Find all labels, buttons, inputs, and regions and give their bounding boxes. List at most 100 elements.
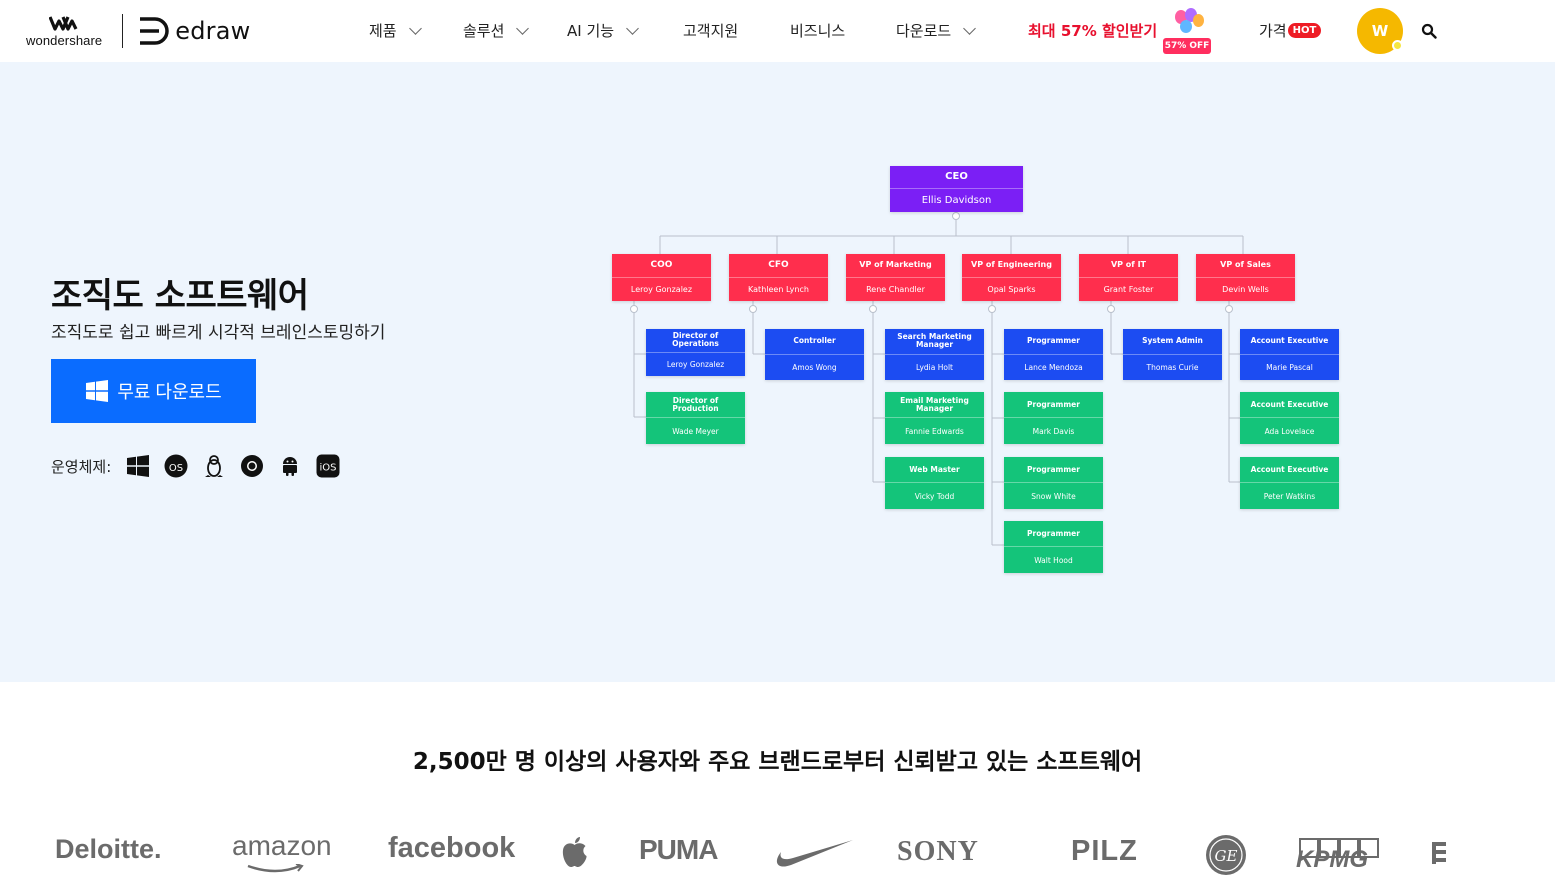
- promo-balloon-badge[interactable]: 57% OFF: [1163, 8, 1211, 56]
- sony-logo: SONY: [897, 836, 979, 867]
- os-support-row: 운영체제: OS iOS: [51, 453, 353, 479]
- hero-subtitle: 조직도로 쉽고 빠르게 시각적 브레인스토밍하기: [51, 323, 386, 343]
- deloitte-logo: Deloitte.: [55, 834, 162, 864]
- org-node-name: Snow White: [1031, 491, 1076, 501]
- nav-download[interactable]: 다운로드: [896, 20, 977, 41]
- org-node-title: Web Master: [885, 457, 984, 483]
- org-node-title: COO: [612, 254, 711, 278]
- org-node-director-production[interactable]: Director of Production Wade Meyer: [646, 392, 745, 444]
- edraw-mark-icon: [140, 17, 170, 45]
- org-node-programmer-1[interactable]: Programmer Lance Mendoza: [1004, 329, 1103, 380]
- org-node-director-operations[interactable]: Director of Operations Leroy Gonzalez: [646, 329, 745, 376]
- brand-divider: [122, 14, 124, 48]
- puma-logo: PUMA: [639, 834, 718, 865]
- org-node-vp-marketing[interactable]: VP of Marketing Rene Chandler: [846, 254, 945, 301]
- org-node-name: Devin Wells: [1222, 284, 1269, 294]
- org-node-title: Account Executive: [1240, 457, 1339, 483]
- org-node-email-marketing-manager[interactable]: Email Marketing Manager Fannie Edwards: [885, 392, 984, 444]
- free-download-button[interactable]: 무료 다운로드: [51, 359, 256, 423]
- org-node-title: Search Marketing Manager: [885, 329, 984, 355]
- hot-badge: HOT: [1287, 23, 1322, 38]
- org-node-account-executive-3[interactable]: Account Executive Peter Watkins: [1240, 457, 1339, 509]
- ios-icon: iOS: [315, 453, 341, 479]
- org-node-title: VP of Sales: [1196, 254, 1295, 278]
- org-node-vp-it[interactable]: VP of IT Grant Foster: [1079, 254, 1178, 301]
- chevron-down-icon: [516, 21, 530, 35]
- amazon-smile-icon: [247, 864, 304, 873]
- org-node-web-master[interactable]: Web Master Vicky Todd: [885, 457, 984, 509]
- nav-pricing[interactable]: 가격 HOT: [1259, 20, 1322, 41]
- org-node-name: Leroy Gonzalez: [630, 284, 693, 294]
- macos-icon: OS: [163, 453, 189, 479]
- pilz-logo: PILZ: [1071, 835, 1138, 867]
- ge-logo-icon: GE: [1206, 835, 1246, 875]
- edraw-logo[interactable]: edraw: [137, 15, 250, 47]
- promo-link[interactable]: 최대 57% 할인받기: [1028, 22, 1158, 40]
- balloon-icon: [1193, 14, 1204, 27]
- org-node-title: Director of Production: [646, 392, 745, 418]
- user-avatar[interactable]: W: [1357, 8, 1403, 54]
- org-node-programmer-4[interactable]: Programmer Walt Hood: [1004, 521, 1103, 573]
- org-node-programmer-2[interactable]: Programmer Mark Davis: [1004, 392, 1103, 444]
- edraw-wordmark: edraw: [175, 17, 251, 45]
- nav-ai-features[interactable]: AI 기능: [567, 20, 639, 41]
- org-node-vp-engineering[interactable]: VP of Engineering Opal Sparks: [962, 254, 1061, 301]
- nav-solutions[interactable]: 솔루션: [463, 20, 530, 41]
- org-node-cfo[interactable]: CFO Kathleen Lynch: [729, 254, 828, 301]
- org-node-vp-sales[interactable]: VP of Sales Devin Wells: [1196, 254, 1295, 301]
- nav-ai-label: AI 기능: [567, 22, 615, 40]
- wondershare-wordmark: wondershare: [26, 32, 103, 48]
- nav-business-label: 비즈니스: [790, 22, 846, 40]
- windows-icon: [125, 453, 151, 479]
- nav-products[interactable]: 제품: [369, 20, 422, 41]
- org-node-name: Amos Wong: [792, 362, 837, 372]
- org-node-account-executive-2[interactable]: Account Executive Ada Lovelace: [1240, 392, 1339, 444]
- org-node-programmer-3[interactable]: Programmer Snow White: [1004, 457, 1103, 509]
- org-node-coo[interactable]: COO Leroy Gonzalez: [612, 254, 711, 301]
- trust-heading: 2,500만 명 이상의 사용자와 주요 브랜드로부터 신뢰받고 있는 소프트웨…: [412, 749, 1143, 775]
- free-download-label: 무료 다운로드: [117, 382, 222, 402]
- org-node-title: Programmer: [1004, 329, 1103, 355]
- org-node-name: Grant Foster: [1103, 284, 1154, 294]
- search-icon[interactable]: [1421, 23, 1437, 39]
- chrome-icon: [239, 453, 265, 479]
- org-node-name: Kathleen Lynch: [748, 284, 809, 294]
- org-node-title: System Admin: [1123, 329, 1222, 355]
- balloon-icon: [1180, 20, 1192, 33]
- nav-pricing-label: 가격: [1259, 22, 1287, 40]
- main-nav: 제품 솔루션 AI 기능 고객지원 비즈니스 다운로드 최대 57% 할인받기: [0, 0, 1555, 62]
- promo-badge-label: 57% OFF: [1163, 38, 1211, 54]
- nav-support[interactable]: 고객지원: [683, 20, 738, 41]
- brand-logos[interactable]: wondershare edraw: [26, 14, 250, 48]
- online-status-dot: [1392, 40, 1403, 51]
- nav-business[interactable]: 비즈니스: [790, 20, 845, 41]
- org-node-title: VP of Engineering: [962, 254, 1061, 278]
- os-label: 운영체제:: [51, 457, 112, 476]
- org-node-name: Lance Mendoza: [1024, 362, 1083, 372]
- kpmg-boxes-icon: [1299, 838, 1379, 858]
- wondershare-logo[interactable]: wondershare: [26, 15, 102, 48]
- org-node-ceo[interactable]: CEO Ellis Davidson: [890, 166, 1023, 212]
- org-node-name: Peter Watkins: [1263, 491, 1316, 501]
- kpmg-logo: KPMG: [1296, 846, 1368, 873]
- top-navigation-bar: wondershare edraw 제품 솔루션 AI 기능: [0, 0, 1555, 62]
- org-node-title: Account Executive: [1240, 392, 1339, 418]
- org-node-search-marketing-manager[interactable]: Search Marketing Manager Lydia Holt: [885, 329, 984, 380]
- org-node-system-admin[interactable]: System Admin Thomas Curie: [1123, 329, 1222, 380]
- org-node-account-executive-1[interactable]: Account Executive Marie Pascal: [1240, 329, 1339, 380]
- org-node-title: Controller: [765, 329, 864, 355]
- org-node-name: Mark Davis: [1032, 426, 1075, 436]
- org-node-title: Programmer: [1004, 521, 1103, 547]
- org-node-title: Account Executive: [1240, 329, 1339, 355]
- org-node-title: VP of IT: [1079, 254, 1178, 278]
- partial-logo-icon: [1432, 842, 1446, 864]
- org-node-controller[interactable]: Controller Amos Wong: [765, 329, 864, 380]
- org-node-name: Vicky Todd: [914, 491, 955, 501]
- org-node-name: Marie Pascal: [1266, 362, 1313, 372]
- org-node-name: Fannie Edwards: [905, 426, 964, 436]
- org-node-name: Wade Meyer: [672, 426, 719, 436]
- nav-solutions-label: 솔루션: [463, 22, 505, 40]
- nike-swoosh-icon: [776, 840, 853, 867]
- org-node-title: Email Marketing Manager: [885, 392, 984, 418]
